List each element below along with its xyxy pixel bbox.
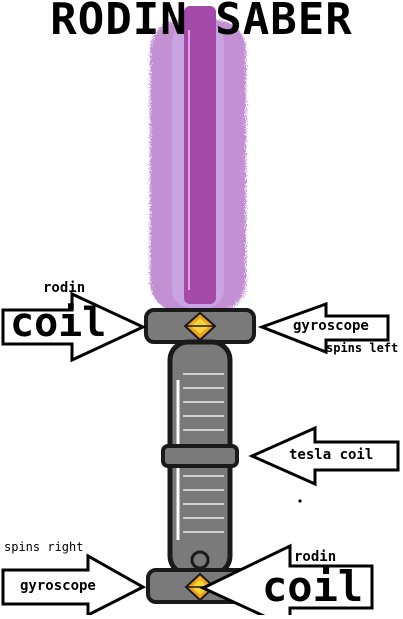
- tesla-coil-ring: [161, 444, 239, 468]
- blade: [150, 6, 246, 312]
- label-bottom-coil: coil: [262, 562, 364, 611]
- top-emitter: [144, 308, 256, 344]
- hilt-handle: [161, 339, 239, 577]
- blade-core: [184, 6, 216, 304]
- top-gem-icon: [183, 311, 217, 342]
- label-top-coil: coil: [10, 300, 107, 346]
- arrow-top-coil: [1, 291, 147, 363]
- stray-dot: [298, 499, 302, 503]
- arrow-tesla-coil: [248, 425, 400, 487]
- arrow-bottom-gyroscope: [1, 553, 147, 618]
- label-top-gyroscope: gyroscope: [293, 318, 369, 334]
- bottom-gem-icon: [184, 572, 216, 602]
- arrow-top-gyroscope: [257, 301, 390, 355]
- label-bottom-gyroscope: gyroscope: [20, 578, 96, 594]
- label-bottom-rodin: rodin: [294, 549, 337, 565]
- label-spins-right: spins right: [4, 540, 84, 554]
- label-spins-left: spins left: [326, 341, 399, 355]
- diagram-title: RODIN SABER: [50, 0, 353, 45]
- label-tesla-coil: tesla coil: [289, 447, 374, 463]
- grip-lines: [183, 373, 224, 533]
- label-top-rodin: rodin: [43, 280, 86, 296]
- arrow-bottom-coil: [199, 543, 374, 619]
